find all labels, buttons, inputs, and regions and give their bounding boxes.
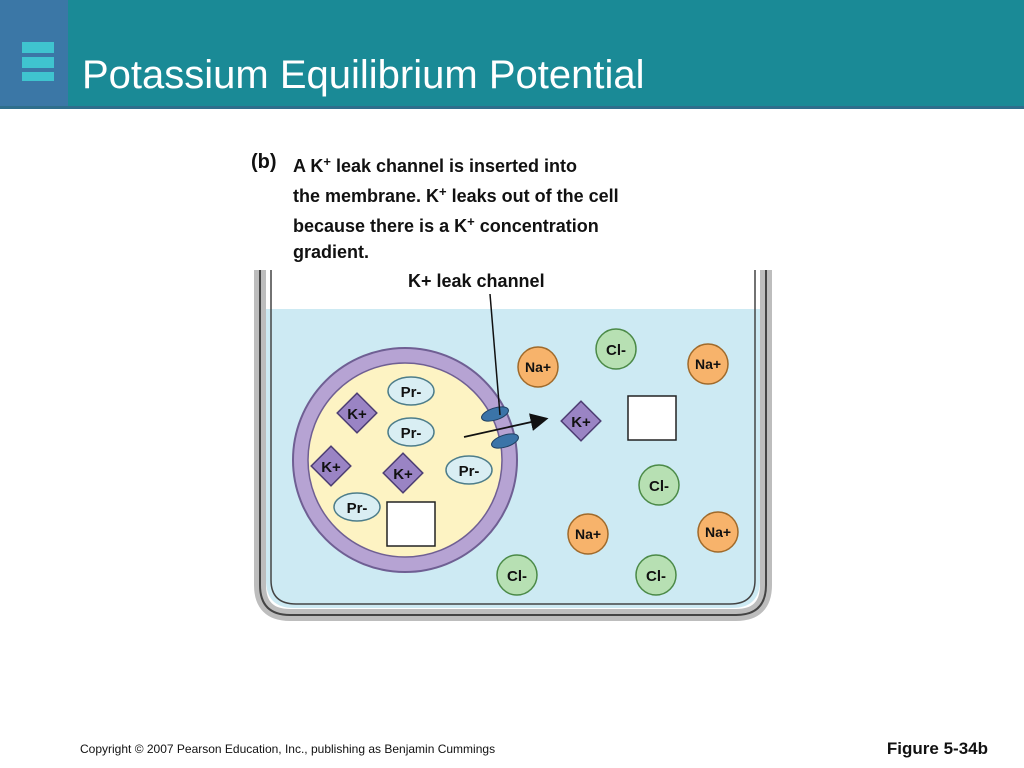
svg-text:Na+: Na+ xyxy=(705,524,731,540)
blank-box-inside xyxy=(386,501,436,547)
svg-text:K+: K+ xyxy=(571,414,591,431)
svg-text:Pr-: Pr- xyxy=(347,500,368,517)
header-accent-block xyxy=(0,0,68,106)
chloride-ion: Cl- xyxy=(635,554,677,596)
svg-text:Cl-: Cl- xyxy=(646,568,666,585)
svg-text:K+: K+ xyxy=(321,459,341,476)
svg-text:Na+: Na+ xyxy=(575,526,601,542)
potassium-ion: K+ xyxy=(310,445,352,487)
sodium-ion: Na+ xyxy=(517,346,559,388)
sodium-ion: Na+ xyxy=(687,343,729,385)
panel-label: (b) xyxy=(251,151,277,173)
protein-anion: Pr- xyxy=(387,376,435,406)
svg-text:Pr-: Pr- xyxy=(459,463,480,480)
figure-number: Figure 5-34b xyxy=(886,739,988,758)
caption-line: because there is a K+ concentration xyxy=(293,214,599,236)
svg-text:Na+: Na+ xyxy=(525,359,551,375)
caption-line: A K+ leak channel is inserted into xyxy=(293,154,578,176)
protein-anion: Pr- xyxy=(333,492,381,522)
channel-label-pointer xyxy=(489,293,501,416)
k-leak-channel xyxy=(481,406,519,449)
svg-text:Cl-: Cl- xyxy=(649,478,669,495)
copyright-text: Copyright © 2007 Pearson Education, Inc.… xyxy=(80,742,496,756)
potassium-ion: K+ xyxy=(336,392,378,434)
potassium-ion-outside: K+ xyxy=(560,400,602,442)
svg-text:Pr-: Pr- xyxy=(401,425,422,442)
blank-box-outside xyxy=(627,395,677,441)
chloride-ion: Cl- xyxy=(496,554,538,596)
svg-text:Pr-: Pr- xyxy=(401,384,422,401)
channel-label: K+ leak channel xyxy=(408,271,545,291)
header-divider xyxy=(0,106,1024,109)
sodium-ion: Na+ xyxy=(697,511,739,553)
protein-anion: Pr- xyxy=(445,455,493,485)
slide-header xyxy=(0,0,1024,106)
svg-text:K+: K+ xyxy=(347,406,367,423)
svg-text:K+: K+ xyxy=(393,466,413,483)
slide-title: Potassium Equilibrium Potential xyxy=(82,53,645,97)
caption-line: the membrane. K+ leaks out of the cell xyxy=(293,184,619,206)
chloride-ion: Cl- xyxy=(595,328,637,370)
sodium-ion: Na+ xyxy=(567,513,609,555)
protein-anion: Pr- xyxy=(387,417,435,447)
svg-text:Cl-: Cl- xyxy=(606,342,626,359)
potassium-ion: K+ xyxy=(382,452,424,494)
svg-text:Cl-: Cl- xyxy=(507,568,527,585)
menu-bars-icon xyxy=(22,42,54,92)
chloride-ion: Cl- xyxy=(638,464,680,506)
svg-text:Na+: Na+ xyxy=(695,356,721,372)
efflux-arrow xyxy=(463,413,549,438)
caption-line: gradient. xyxy=(293,242,370,262)
